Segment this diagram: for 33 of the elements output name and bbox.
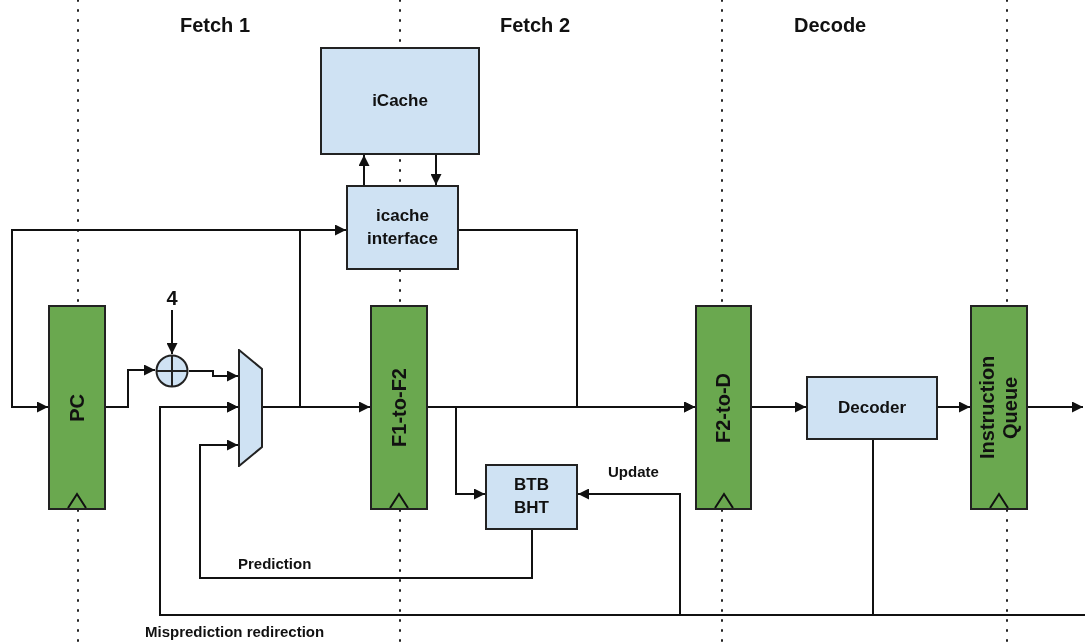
arrow	[11, 229, 301, 413]
process-block: icache interface	[346, 185, 459, 270]
process-block: Decoder	[806, 376, 938, 440]
arrow	[751, 401, 807, 413]
arrow	[105, 364, 156, 408]
pipeline-register	[48, 305, 106, 510]
register-label: F1-to-F2	[387, 368, 411, 447]
arrow	[937, 401, 971, 413]
arrow	[430, 154, 442, 186]
edge-label: Prediction	[238, 555, 312, 572]
edge-label: Update	[608, 463, 659, 480]
arrow	[166, 309, 178, 355]
pipeline-register	[695, 305, 752, 510]
arrow	[188, 370, 239, 382]
register-label: PC	[65, 393, 89, 422]
arrow	[427, 406, 486, 500]
process-block: iCache	[320, 47, 480, 155]
arrow	[199, 439, 533, 579]
adder-symbol	[155, 354, 189, 388]
multiplexer-symbol	[238, 349, 263, 467]
process-block: BTB BHT	[485, 464, 578, 530]
arrow	[159, 401, 1085, 616]
pipeline-register	[370, 305, 428, 510]
edge-label: Misprediction redirection	[145, 623, 325, 640]
stage-heading: Fetch 2	[500, 14, 571, 37]
stage-heading: Fetch 1	[180, 14, 251, 37]
arrow	[1027, 401, 1084, 413]
pipeline-register	[970, 305, 1028, 510]
stage-heading: Decode	[794, 14, 867, 37]
arrow	[358, 154, 370, 186]
register-label: Instruction Queue	[976, 354, 1022, 462]
constant-label: 4	[160, 286, 184, 310]
register-label: F2-to-D	[712, 372, 735, 443]
